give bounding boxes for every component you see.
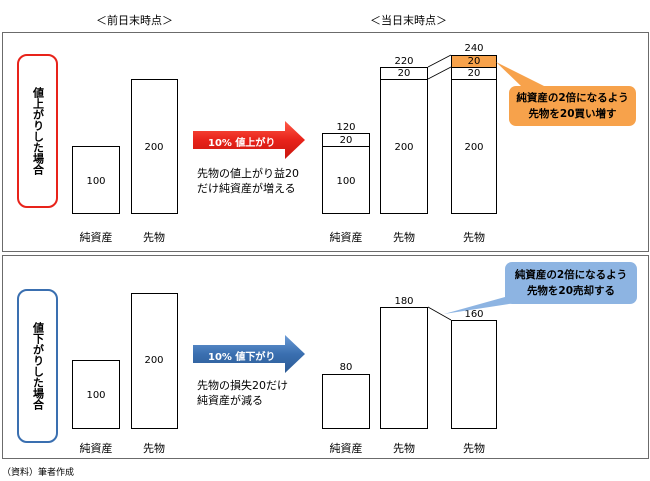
rise-curr-equity-label: 純資産 bbox=[329, 231, 363, 244]
rise-prev-equity-label: 純資産 bbox=[79, 231, 113, 244]
fall-curr-equity-label: 純資産 bbox=[329, 442, 363, 455]
header-prev-day: ＜前日末時点＞ bbox=[96, 14, 173, 27]
fall-curr-equity-bar bbox=[322, 374, 370, 429]
fall-prev-futures-bar bbox=[131, 293, 178, 429]
rise-rebalanced-futures-bar bbox=[451, 55, 497, 214]
rise-prev-equity-value: 100 bbox=[86, 176, 106, 187]
fall-prev-futures-value: 200 bbox=[144, 355, 164, 366]
fall-arrow-label: 10% 値下がり bbox=[208, 352, 276, 363]
rise-curr-futures-bar bbox=[380, 67, 428, 214]
rise-callout-line-2: 先物を20買い増す bbox=[528, 108, 617, 120]
rise-curr-equity-total: 120 bbox=[336, 122, 356, 133]
fall-curr-futures-label: 先物 bbox=[393, 442, 415, 455]
rise-rebalanced-top: 20 bbox=[467, 56, 481, 67]
rise-rebalanced-divider-1 bbox=[451, 67, 497, 68]
rise-prev-futures-value: 200 bbox=[144, 142, 164, 153]
fall-curr-equity-value: 80 bbox=[339, 362, 353, 373]
fall-prev-equity-label: 純資産 bbox=[79, 442, 113, 455]
rise-curr-equity-top: 20 bbox=[339, 135, 353, 146]
fall-prev-equity-bar bbox=[72, 360, 120, 429]
source-note: （資料）筆者作成 bbox=[2, 468, 75, 478]
header-current-day: ＜当日末時点＞ bbox=[370, 14, 447, 27]
fall-description-2: 純資産が減る bbox=[197, 394, 263, 407]
rise-rebalanced-total: 240 bbox=[464, 43, 484, 54]
rise-prev-equity-bar bbox=[72, 146, 120, 214]
rise-curr-futures-top: 20 bbox=[397, 68, 411, 79]
fall-side-label: 値下がりした場合 bbox=[17, 289, 58, 443]
fall-description-1: 先物の損失20だけ bbox=[197, 379, 288, 392]
rise-curr-futures-base: 200 bbox=[394, 142, 414, 153]
rise-prev-futures-label: 先物 bbox=[143, 231, 165, 244]
fall-curr-futures-bar bbox=[380, 307, 428, 429]
rise-side-label: 値上がりした場合 bbox=[17, 54, 58, 208]
fall-rebalanced-futures-value: 160 bbox=[464, 309, 484, 320]
rise-rebalanced-added-segment bbox=[452, 56, 496, 67]
rise-rebalanced-base: 200 bbox=[464, 142, 484, 153]
rise-description-1: 先物の値上がり益20 bbox=[197, 167, 299, 180]
rise-curr-futures-total: 220 bbox=[394, 56, 414, 67]
rise-prev-futures-bar bbox=[131, 79, 178, 214]
fall-rebalanced-futures-label: 先物 bbox=[463, 442, 485, 455]
rise-callout-line-1: 純資産の2倍になるよう bbox=[516, 92, 629, 104]
fall-curr-futures-value: 180 bbox=[394, 296, 414, 307]
fall-callout-line-2: 先物を20売却する bbox=[526, 285, 616, 297]
fall-callout-line-1: 純資産の2倍になるよう bbox=[514, 269, 628, 281]
rise-curr-futures-label: 先物 bbox=[393, 231, 415, 244]
rise-rebalanced-mid: 20 bbox=[467, 68, 481, 79]
rise-curr-futures-divider bbox=[380, 79, 428, 80]
rise-rebalanced-futures-label: 先物 bbox=[463, 231, 485, 244]
rise-arrow-label: 10% 値上がり bbox=[208, 138, 276, 149]
fall-rebalanced-futures-bar bbox=[451, 320, 497, 429]
rise-curr-equity-base: 100 bbox=[336, 176, 356, 187]
fall-prev-equity-value: 100 bbox=[86, 390, 106, 401]
rise-curr-equity-divider bbox=[322, 146, 370, 147]
fall-prev-futures-label: 先物 bbox=[143, 442, 165, 455]
rise-description-2: だけ純資産が増える bbox=[197, 182, 296, 195]
rise-rebalanced-divider-2 bbox=[451, 79, 497, 80]
